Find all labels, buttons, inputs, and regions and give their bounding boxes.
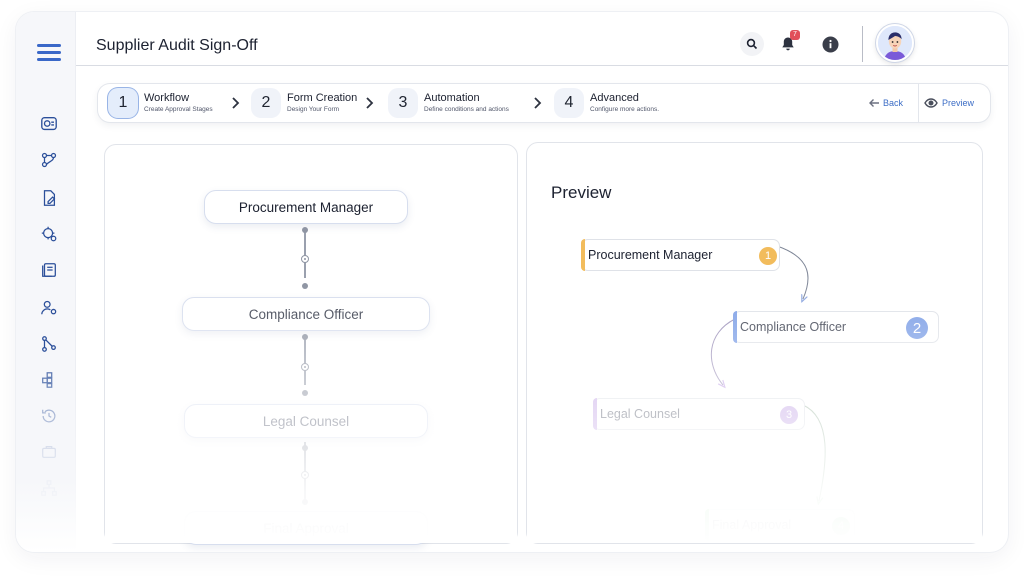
workflow-builder-panel: Procurement Manager Compliance Officer L…	[104, 144, 518, 545]
user-settings-icon[interactable]	[39, 298, 59, 318]
preview-node-label: Legal Counsel	[600, 407, 680, 421]
step-number: 3	[388, 88, 418, 118]
sidebar-fade	[16, 372, 76, 552]
node-number-badge: 3	[780, 406, 798, 424]
preview-node[interactable]: Final Approval 4	[705, 509, 855, 541]
chevron-right-icon	[534, 97, 542, 109]
workflow-stage-node[interactable]: Legal Counsel	[184, 404, 428, 438]
step-subtitle: Configure more actions.	[590, 106, 660, 113]
user-avatar-icon	[878, 26, 912, 60]
node-number-badge: 1	[759, 247, 777, 265]
step-title: Automation	[424, 92, 480, 104]
node-accent-bar	[705, 509, 709, 541]
avatar[interactable]	[876, 24, 914, 62]
step-title: Workflow	[144, 92, 190, 104]
connector-dot	[302, 283, 308, 289]
preview-node[interactable]: Legal Counsel 3	[593, 398, 805, 430]
chevron-right-icon	[366, 97, 374, 109]
menu-icon[interactable]	[37, 44, 61, 62]
search-button[interactable]	[740, 32, 764, 56]
step-form-creation[interactable]: 2 Form Creation Design Your Form	[251, 88, 357, 118]
stage-connector	[304, 228, 306, 278]
preview-node-label: Procurement Manager	[588, 248, 713, 262]
notification-badge: 7	[790, 30, 800, 40]
search-icon	[746, 38, 758, 50]
app-frame: Supplier Audit Sign-Off 7	[16, 12, 1008, 552]
step-subtitle: Design Your Form	[287, 106, 340, 113]
node-accent-bar	[581, 239, 585, 271]
connector-dot	[302, 445, 308, 451]
node-number-badge: 2	[906, 317, 928, 339]
notifications-button[interactable]: 7	[776, 30, 800, 56]
network-icon[interactable]	[39, 334, 59, 354]
step-title: Form Creation	[287, 92, 358, 104]
step-subtitle: Define conditions and actions	[424, 106, 509, 113]
page-title: Supplier Audit Sign-Off	[96, 37, 258, 54]
step-advanced[interactable]: 4 Advanced Configure more actions.	[554, 88, 659, 118]
history-icon[interactable]	[39, 406, 59, 426]
preview-node-label: Final Approval	[712, 518, 792, 532]
stage-connector	[304, 335, 306, 385]
blocks-icon[interactable]	[39, 370, 59, 390]
info-icon	[822, 36, 838, 52]
sidebar	[16, 12, 76, 552]
documents-icon[interactable]	[39, 260, 59, 280]
preview-node[interactable]: Compliance Officer 2	[733, 311, 939, 343]
connector-dot	[302, 499, 308, 505]
eye-icon	[924, 98, 938, 108]
step-subtitle: Create Approval Stages	[144, 106, 213, 113]
step-title: Advanced	[590, 92, 639, 104]
connector-dot	[302, 227, 308, 233]
preview-node[interactable]: Procurement Manager 1	[581, 239, 780, 271]
connector-dot	[302, 390, 308, 396]
stepper-divider	[918, 84, 919, 122]
preview-button[interactable]: Preview	[924, 96, 974, 110]
step-automation[interactable]: 3 Automation Define conditions and actio…	[388, 88, 509, 118]
node-number-badge: 4	[832, 517, 850, 535]
header: Supplier Audit Sign-Off 7	[76, 12, 1008, 66]
preview-panel: Preview Procurement Manager 1 Compliance…	[526, 142, 983, 544]
briefcase-icon[interactable]	[39, 442, 59, 462]
add-stage-point[interactable]	[301, 255, 309, 263]
preview-flow-lines	[710, 245, 826, 545]
workflow-icon[interactable]	[39, 150, 59, 170]
org-chart-icon[interactable]	[39, 478, 59, 498]
back-button[interactable]: Back	[868, 96, 903, 110]
form-edit-icon[interactable]	[39, 188, 59, 208]
preview-node-label: Compliance Officer	[740, 320, 847, 334]
workflow-stage-node[interactable]: Final Approval	[184, 511, 428, 545]
node-accent-bar	[593, 398, 597, 430]
add-stage-point[interactable]	[301, 363, 309, 371]
node-accent-bar	[733, 311, 737, 343]
back-label: Back	[883, 98, 904, 108]
stepper: 1 Workflow Create Approval Stages 2 Form…	[98, 84, 990, 122]
header-divider	[862, 26, 863, 62]
bell-icon	[782, 37, 794, 51]
step-number: 2	[251, 88, 281, 118]
preview-title: Preview	[551, 183, 612, 202]
arrow-left-icon	[869, 99, 879, 107]
dashboard-icon[interactable]	[39, 114, 59, 134]
preview-label: Preview	[942, 98, 975, 108]
add-stage-point[interactable]	[301, 471, 309, 479]
workflow-stage-node[interactable]: Procurement Manager	[204, 190, 408, 224]
chevron-right-icon	[232, 97, 240, 109]
step-number: 1	[108, 88, 138, 118]
step-workflow[interactable]: 1 Workflow Create Approval Stages	[108, 88, 213, 118]
step-number: 4	[554, 88, 584, 118]
connector-dot	[302, 334, 308, 340]
info-button[interactable]	[818, 32, 842, 56]
automation-icon[interactable]	[39, 224, 59, 244]
workflow-stage-node[interactable]: Compliance Officer	[182, 297, 430, 331]
